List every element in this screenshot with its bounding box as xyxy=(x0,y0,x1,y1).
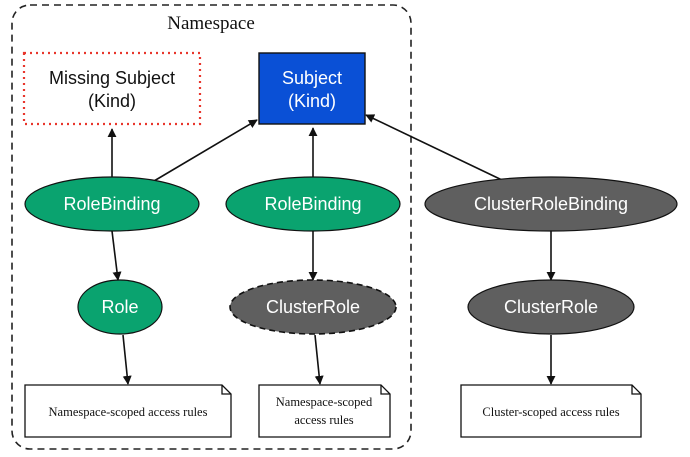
subject-node: Subject (Kind) xyxy=(258,52,366,125)
rules-note-namespace: Namespace-scoped access rules xyxy=(24,384,232,438)
namespace-label: Namespace xyxy=(167,13,255,34)
clusterrole-label: ClusterRole xyxy=(504,297,598,317)
rules-note-cluster: Cluster-scoped access rules xyxy=(460,384,642,438)
role-label: Role xyxy=(101,297,138,317)
clusterrole-ns-node: ClusterRole xyxy=(229,279,397,335)
edge-role-to-rules xyxy=(122,334,132,385)
rules-note-namespace-clusterrole-line2: access rules xyxy=(294,413,353,427)
edge-clusterrolebinding-to-subject xyxy=(365,114,503,181)
missing-subject-label: Missing Subject xyxy=(49,68,175,88)
rules-note-namespace-clusterrole: Namespace-scoped access rules xyxy=(258,384,391,438)
missing-subject-node: Missing Subject (Kind) xyxy=(22,51,202,126)
rules-note-namespace-clusterrole-line1: Namespace-scoped xyxy=(276,395,373,409)
clusterrolebinding-node: ClusterRoleBinding xyxy=(424,176,678,232)
rolebinding-2-label: RoleBinding xyxy=(264,194,361,214)
clusterrole-ns-label: ClusterRole xyxy=(266,297,360,317)
rules-note-namespace-label: Namespace-scoped access rules xyxy=(49,405,208,419)
role-node: Role xyxy=(77,279,163,335)
rolebinding-node-1: RoleBinding xyxy=(24,176,200,232)
missing-subject-kind: (Kind) xyxy=(88,91,136,111)
edge-rolebinding1-to-subject xyxy=(153,119,258,182)
subject-label: Subject xyxy=(282,68,342,88)
namespace-cluster: Namespace xyxy=(11,4,412,450)
edges xyxy=(107,114,556,385)
rules-note-cluster-label: Cluster-scoped access rules xyxy=(482,405,619,419)
subject-kind: (Kind) xyxy=(288,91,336,111)
rolebinding-node-2: RoleBinding xyxy=(225,176,401,232)
rolebinding-1-label: RoleBinding xyxy=(63,194,160,214)
clusterrolebinding-label: ClusterRoleBinding xyxy=(474,194,628,214)
edge-rolebinding1-to-role xyxy=(111,230,122,281)
edge-clusterrole-ns-to-rules xyxy=(314,334,324,385)
clusterrole-node: ClusterRole xyxy=(467,279,635,335)
